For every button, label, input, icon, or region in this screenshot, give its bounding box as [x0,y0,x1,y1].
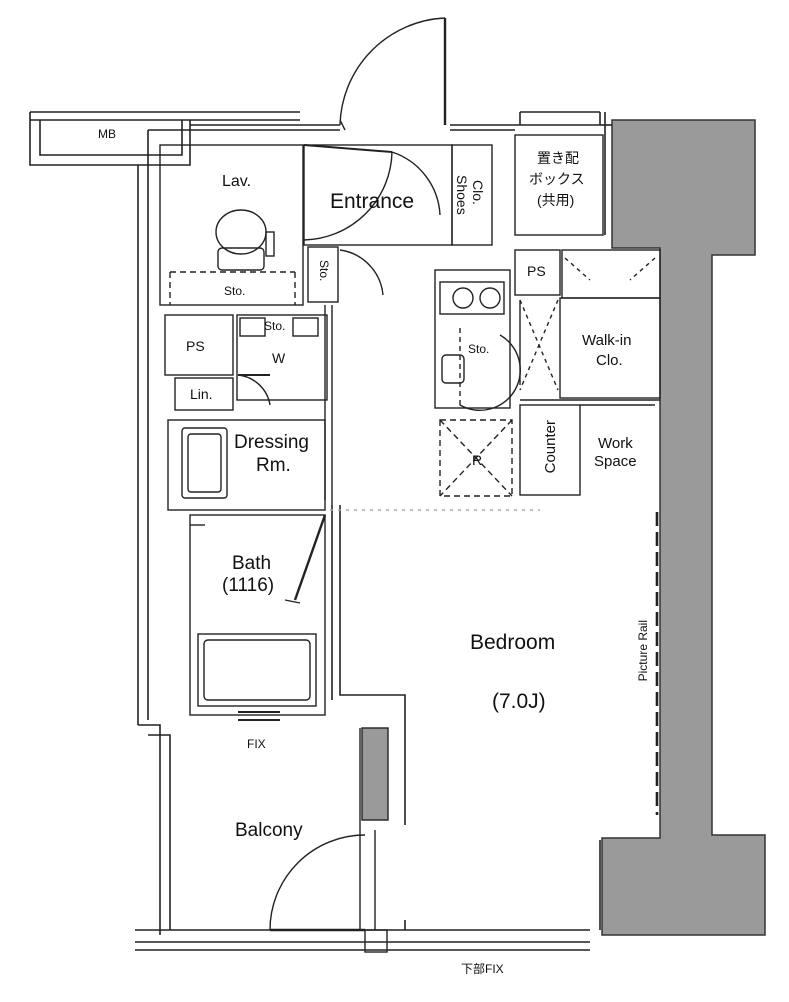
entrance-area [303,144,493,303]
label-delivery-2: ボックス [529,171,585,187]
label-sto-kitchen: Sto. [468,342,490,356]
label-fridge: R [472,452,483,468]
label-linen: Lin. [190,386,213,402]
label-picture-rail: Picture Rail [636,620,650,682]
label-balcony: Balcony [235,820,303,841]
label-sto-entrance: Sto. [316,260,331,282]
balcony-area [269,727,389,953]
exterior-walls [29,111,612,951]
label-lower-fix: 下部FIX [461,962,504,976]
label-lav: Lav. [222,173,252,190]
label-mb: MB [98,127,116,141]
label-walkin: Walk-in [582,332,632,349]
label-bath-size: (1116) [222,575,275,596]
walkin-closet [514,249,661,399]
entrance-door [339,17,447,131]
structural-column [601,119,766,936]
label-work-space: Space [594,453,637,470]
label-clo: Clo. [470,180,487,205]
label-fix: FIX [247,737,266,751]
label-washer: W [272,350,286,366]
label-dressing: Dressing [234,432,309,453]
label-entrance: Entrance [330,190,415,213]
lav-room [159,144,304,306]
label-bedroom: Bedroom [470,631,556,654]
delivery-box [514,134,604,236]
label-work: Work [598,435,633,452]
label-delivery-3: (共用) [537,192,575,208]
label-shoes: Shoes [454,175,471,215]
label-dressing-rm: Rm. [256,455,291,476]
label-counter: Counter [542,420,559,474]
bathroom [189,514,327,721]
label-sto-washer: Sto. [264,319,286,333]
label-sto-lav: Sto. [224,284,246,298]
label-ps-right: PS [527,263,546,279]
work-space [519,399,660,496]
label-bedroom-size: (7.0J) [492,690,546,713]
label-delivery-1: 置き配 [537,150,579,166]
service-rooms [164,305,333,511]
bedroom-walls [330,505,659,930]
kitchen [434,269,522,497]
label-bath: Bath [232,553,272,574]
label-walkin-clo: Clo. [596,352,623,369]
label-ps-left: PS [186,338,205,354]
